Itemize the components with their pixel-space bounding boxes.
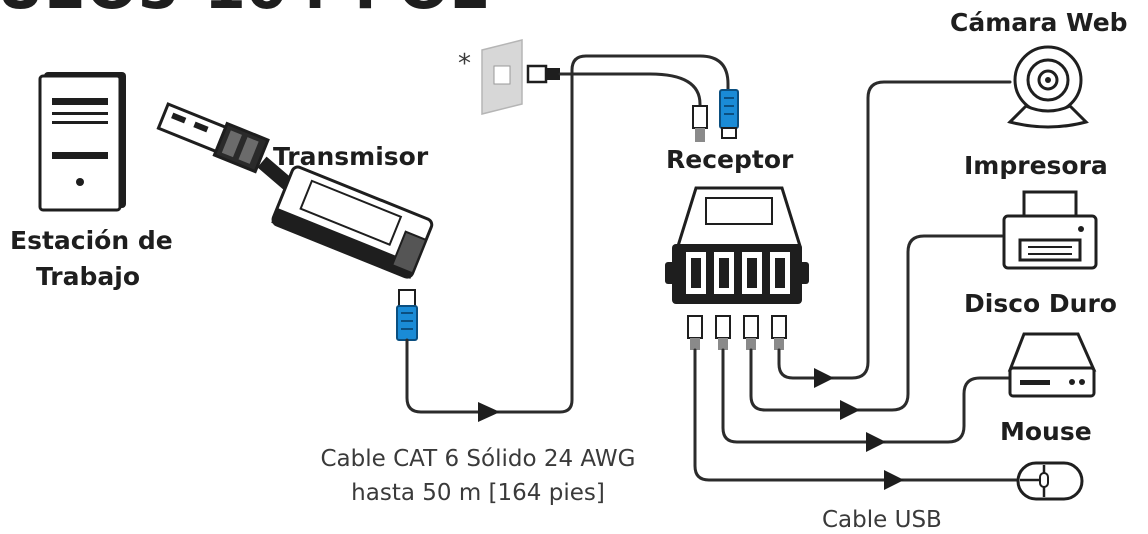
workstation-label-line1: Estación de (10, 226, 173, 255)
receiver-label: Receptor (666, 145, 794, 174)
mouse-icon (1016, 461, 1084, 501)
workstation-tower-icon (38, 72, 126, 212)
power-plug-icon (526, 64, 560, 84)
power-asterisk: * (458, 49, 471, 79)
webcam-icon (1007, 45, 1089, 129)
transmitter-icon (156, 102, 434, 279)
power-cable (558, 72, 702, 110)
wall-outlet-icon (481, 39, 523, 115)
cat6-cable-caption-line1: Cable CAT 6 Sólido 24 AWG (321, 446, 636, 472)
transmitter-label: Transmisor (273, 142, 429, 171)
usb-connector-icon (687, 315, 787, 350)
cat6-cable-caption-line2: hasta 50 m [164 pies] (351, 480, 605, 506)
flow-arrow-icon (814, 368, 834, 388)
rj45-connector-icon (719, 89, 739, 139)
hard-drive-label: Disco Duro (964, 289, 1117, 318)
flow-arrow-icon (840, 400, 860, 420)
page-title: U2O5-104-POE (0, 0, 490, 23)
cat6-cable (405, 54, 730, 414)
hard-drive-icon (1007, 332, 1097, 398)
usb-cable-hard-drive (721, 348, 1014, 444)
printer-label: Impresora (964, 151, 1108, 180)
flow-arrow-icon (866, 432, 886, 452)
flow-arrow-icon (478, 402, 500, 422)
webcam-label: Cámara Web (950, 8, 1128, 37)
usb-cable-printer (749, 234, 1004, 412)
mouse-label: Mouse (1000, 417, 1092, 446)
usb-cable-caption: Cable USB (822, 507, 942, 533)
usb-cable-mouse (693, 348, 1020, 482)
usb-connector-icon (692, 105, 708, 142)
receiver-hub-icon (665, 186, 809, 304)
flow-arrow-icon (884, 470, 904, 490)
printer-icon (1002, 190, 1098, 270)
workstation-label-line2: Trabajo (36, 262, 140, 291)
usb-cable-webcam (777, 80, 1012, 380)
rj45-connector-icon (396, 289, 418, 341)
